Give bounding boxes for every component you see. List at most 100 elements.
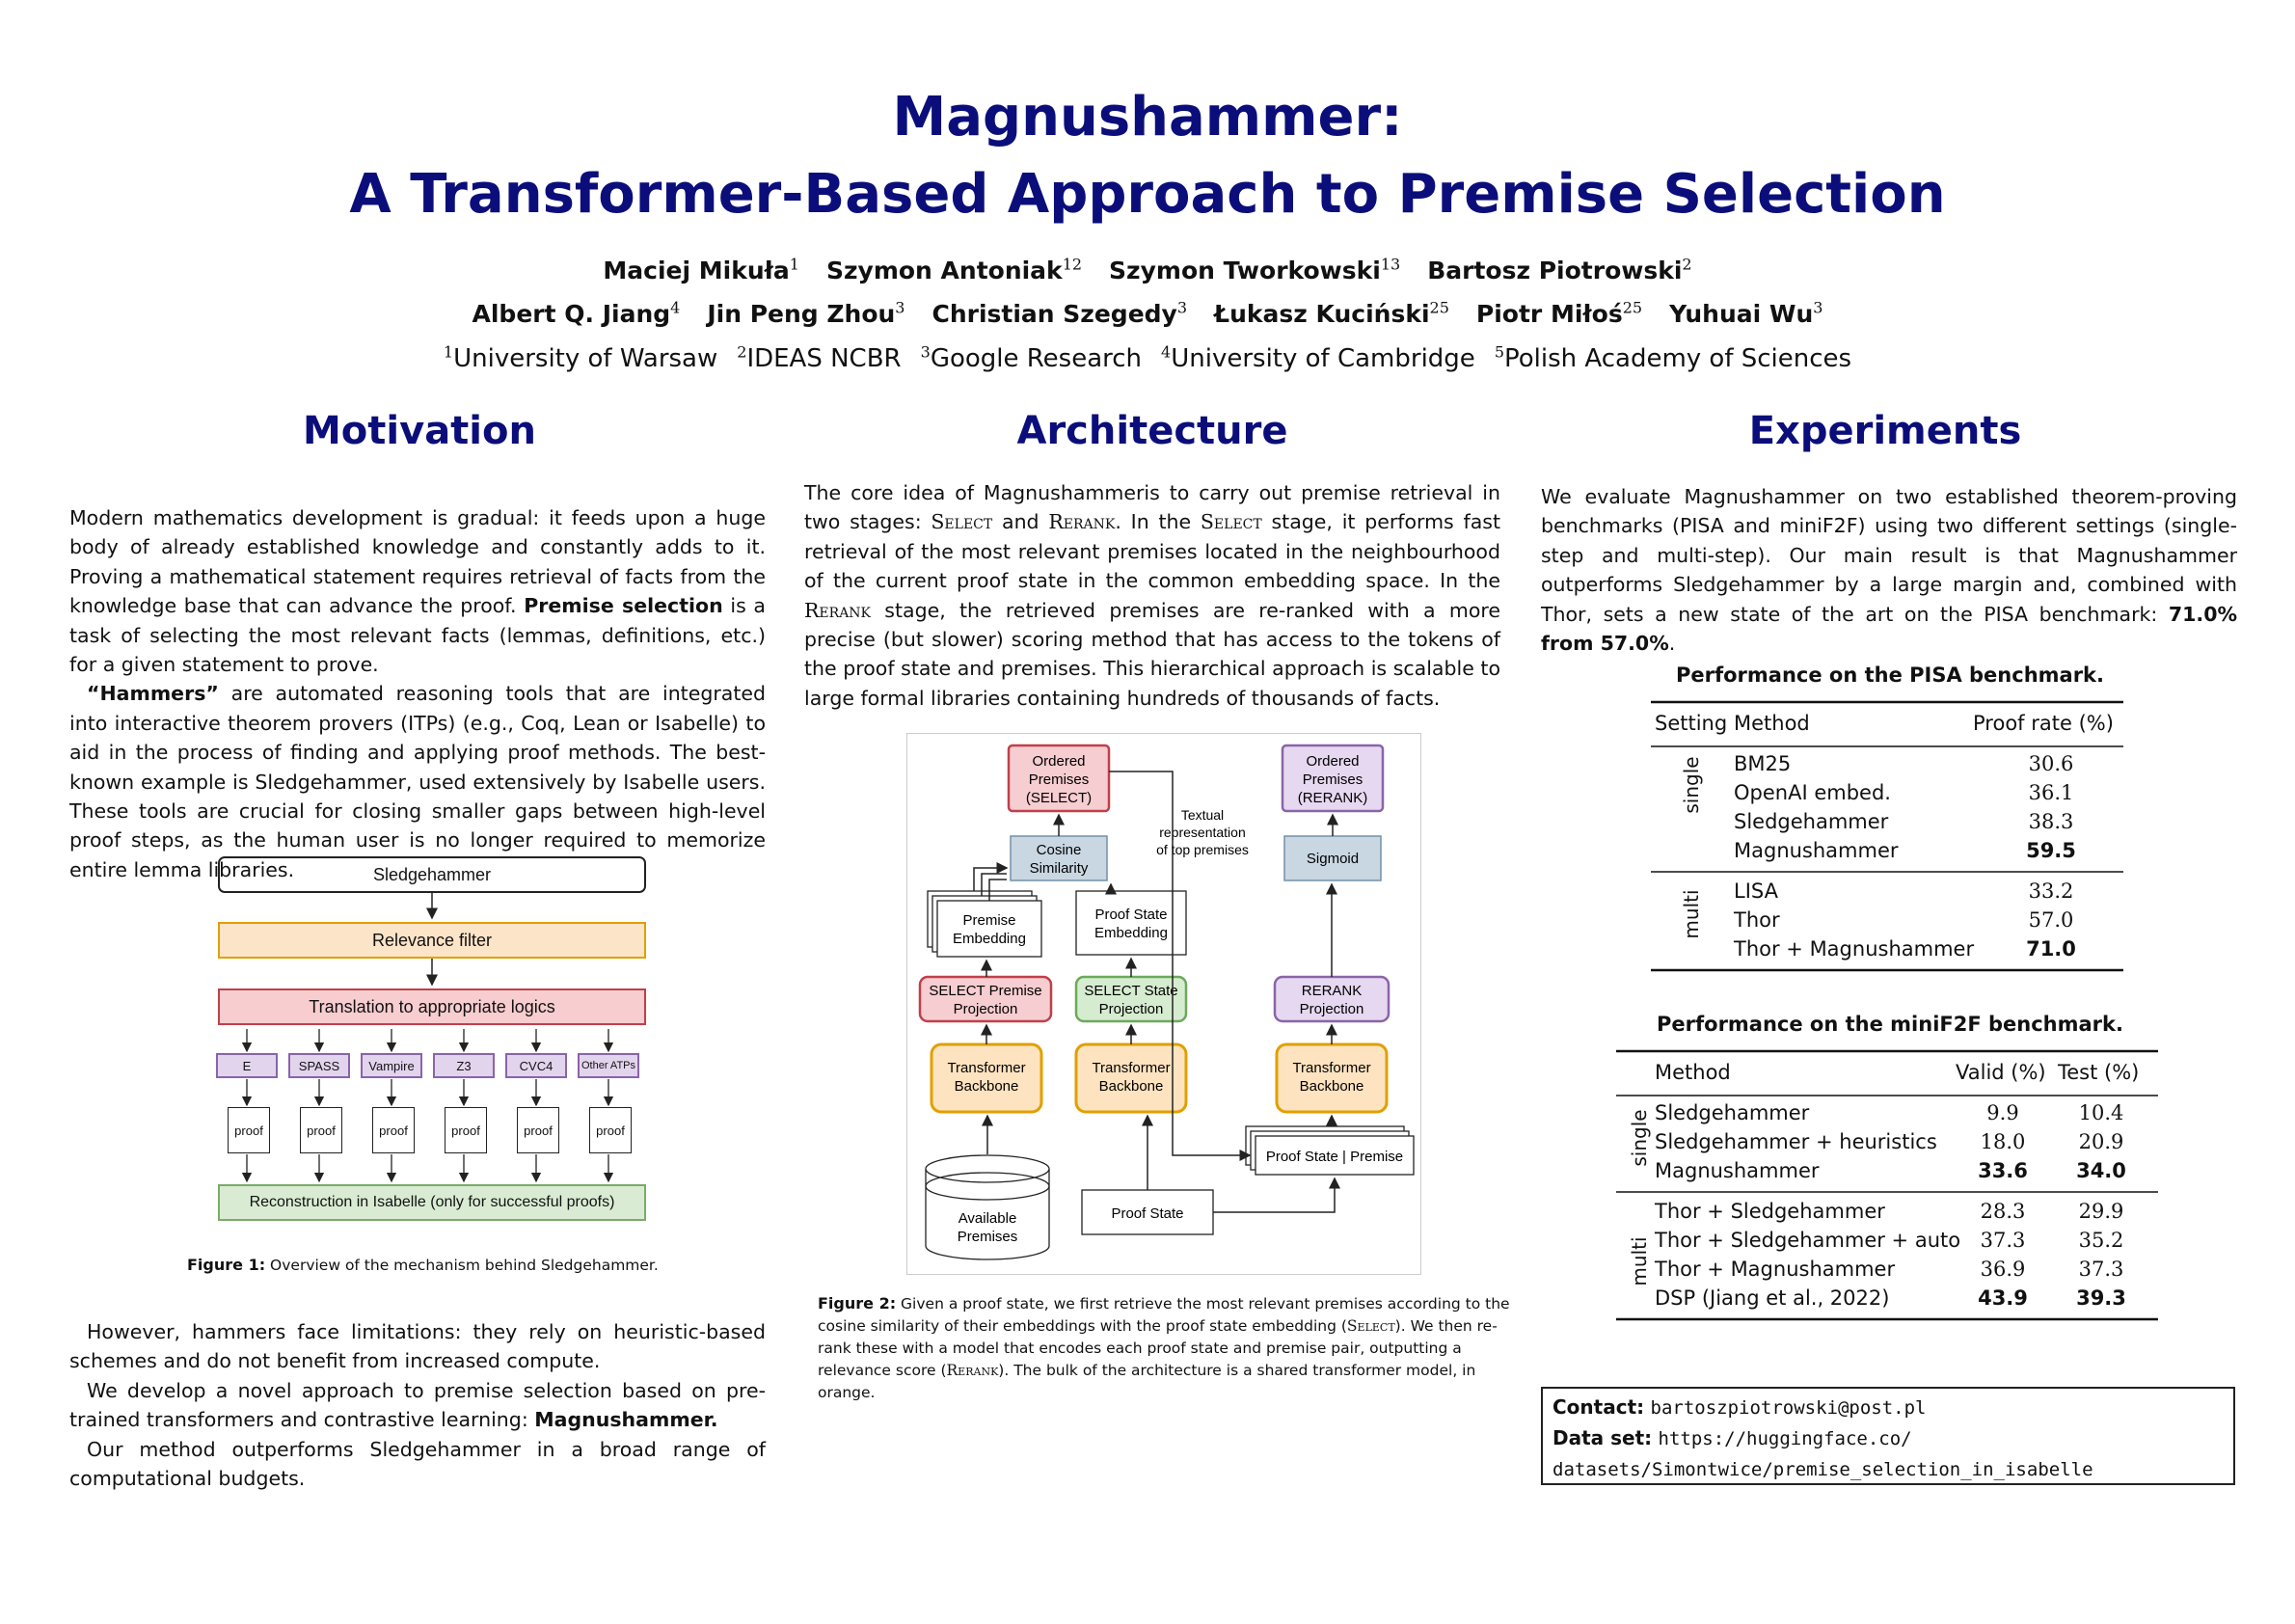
affiliation-mark: 5 [1494,342,1504,361]
text-span: Modern mathematics development is gradua… [69,506,766,618]
state-emb-line-2: Embedding [1094,925,1168,941]
proof-rate-value: 36.1 [2028,781,2074,804]
term-magnushammer: Magnushammer. [534,1408,718,1432]
proof-document-icon: proof [372,1107,415,1153]
valid-value: 43.9 [1978,1286,2028,1310]
title-line-2: A Transformer-Based Approach to Premise … [349,163,1946,226]
headline-result: 71.0% from 57.0% [1541,602,2237,656]
premise-embedding-box [936,900,1042,958]
method-name: Thor + Magnushammer [1655,1258,1896,1281]
contact-label: Contact: [1552,1395,1645,1419]
method-name: Thor + Sledgehammer + auto [1655,1229,1961,1252]
motivation-paragraph-3: However, hammers face limitations: they … [69,1320,766,1373]
term-select: Select [1200,510,1262,534]
reconstruction-box: Reconstruction in Isabelle (only for suc… [218,1184,646,1221]
author-r1-2: Szymon Tworkowski13 [1109,256,1400,285]
method-name: LISA [1734,880,1778,903]
experiments-heading: Experiments [1748,409,2022,453]
text-span: . In the [1115,510,1201,534]
author-r2-3: Łukasz Kuciński25 [1214,298,1449,327]
minif2f-table-rules [1616,1049,2158,1321]
author-name: Albert Q. Jiang [472,299,671,328]
sel-prem-proj-line-1: SELECT Premise [929,983,1041,999]
test-value: 35.2 [2078,1229,2124,1252]
proof-rate-value: 33.2 [2028,880,2074,903]
prover-box-1: SPASS [288,1053,350,1078]
sigmoid-box [1283,835,1382,881]
textual-line-3: of top premises [1156,842,1249,857]
textual-line-2: representation [1159,825,1246,840]
caption-text: Overview of the mechanism behind Sledgeh… [265,1257,659,1274]
table-row: DSP (Jiang et al., 2022) 43.9 39.3 [1616,1284,2158,1313]
proof-document-icon: proof [589,1107,632,1153]
proof-rate-value: 57.0 [2028,908,2074,932]
prover-box-4: CVC4 [505,1053,567,1078]
valid-value: 36.9 [1980,1258,2026,1281]
text-span: . [1668,632,1676,656]
method-name: DSP (Jiang et al., 2022) [1655,1286,1890,1310]
ordered-premises-select-box [1007,744,1111,813]
caption-label: Figure 2: [818,1294,897,1313]
minif2f-header-method: Method [1655,1061,1731,1084]
term-select: Select [1346,1317,1395,1335]
affiliation-0: 1University of Warsaw [443,342,718,373]
author-name: Bartosz Piotrowski [1427,257,1683,285]
proof-rate-value: 71.0 [2026,937,2076,961]
pisa-header-proof-rate: Proof rate (%) [1973,712,2114,735]
dataset-link-part-1[interactable]: https://huggingface.co/ [1658,1428,1912,1449]
test-value: 29.9 [2078,1200,2124,1223]
proof-state-label: Proof State [1111,1205,1183,1222]
author-name: Maciej Mikuła [603,257,790,285]
rerank-proj-line-1: RERANK [1302,983,1363,999]
tb-right-line-2: Backbone [1300,1078,1364,1095]
method-name: Sledgehammer [1655,1101,1810,1124]
author-affiliation-mark: 12 [1062,256,1083,274]
test-value: 20.9 [2078,1130,2124,1153]
contact-email-link[interactable]: bartoszpiotrowski@post.pl [1650,1397,1927,1419]
proof-state-premise-pair-box [1255,1135,1415,1176]
motivation-heading: Motivation [303,409,536,453]
author-r2-5: Yuhuai Wu3 [1669,298,1823,327]
ordered-rerank-line-2: Premises [1303,771,1364,788]
ordered-select-line-3: (SELECT) [1026,790,1092,806]
test-value: 34.0 [2076,1159,2126,1182]
author-name: Jin Peng Zhou [707,299,896,328]
dataset-line: Data set: https://huggingface.co/ [1552,1423,2224,1454]
text-span: stage, it performs fast retrieval of the… [804,510,1501,593]
contact-line: Contact: bartoszpiotrowski@post.pl [1552,1393,2224,1423]
dataset-label: Data set: [1552,1426,1653,1449]
motivation-paragraph-4: We develop a novel approach to premise s… [69,1376,766,1435]
author-affiliation-mark: 4 [670,298,681,317]
ordered-premises-rerank-box [1281,744,1385,813]
caption-text: ). We then re-rank these with a model th… [818,1317,1498,1379]
cosine-similarity-box [1010,835,1108,881]
relevance-filter-box: Relevance filter [218,922,646,959]
method-name: Magnushammer [1734,839,1899,862]
test-value: 39.3 [2076,1286,2126,1310]
minif2f-header-valid: Valid (%) [1956,1061,2046,1084]
translation-box: Translation to appropriate logics [218,988,646,1025]
prover-box-5: Other ATPs [578,1053,639,1078]
tb-mid-line-1: Transformer [1092,1060,1170,1076]
author-affiliation-mark: 3 [1813,298,1823,317]
available-line-1: Available [958,1210,1017,1227]
affiliation-mark: 1 [443,342,454,361]
author-name: Szymon Antoniak [825,257,1063,285]
table-row: LISA 33.2 [1651,877,2123,906]
valid-value: 18.0 [1980,1130,2026,1153]
caption-text: ). The bulk of the architecture is a sha… [818,1362,1476,1401]
sel-state-proj-line-2: Projection [1099,1001,1164,1017]
author-name: Szymon Tworkowski [1109,257,1381,285]
pisa-table-title: Performance on the PISA benchmark. [1675,663,2104,687]
rerank-proj-line-2: Projection [1300,1001,1364,1017]
prover-box-2: Vampire [361,1053,422,1078]
dataset-link-part-2[interactable]: datasets/Simontwice/premise_selection_in… [1552,1459,2093,1480]
tb-left-line-1: Transformer [947,1060,1025,1076]
author-r1-0: Maciej Mikuła1 [603,256,799,285]
affiliation-name: University of Warsaw [453,343,718,373]
architecture-paragraph: The core idea of Magnushammeris to carry… [804,478,1500,713]
